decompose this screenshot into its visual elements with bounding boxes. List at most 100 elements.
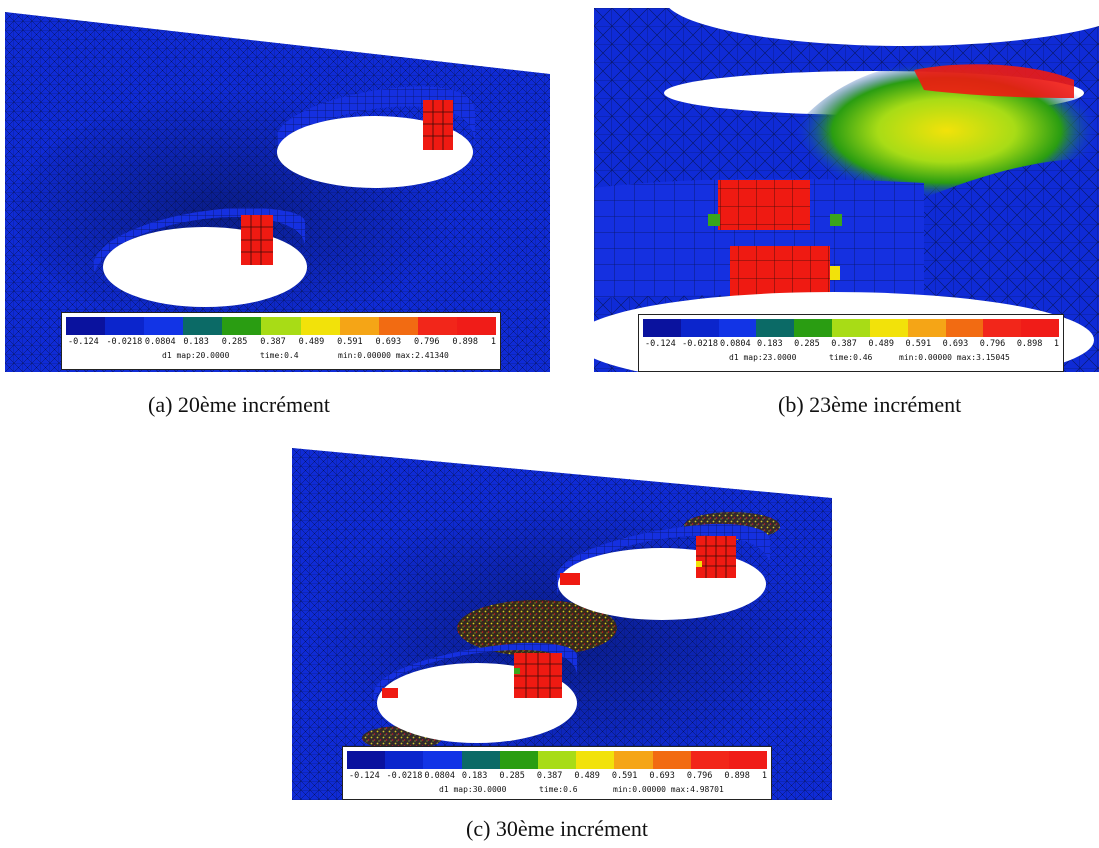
legend-swatch (576, 751, 615, 769)
legend-swatch (690, 751, 729, 769)
legend-tick-label: -0.124 (349, 771, 380, 781)
legend-swatch (105, 317, 145, 335)
legend-swatch (794, 319, 833, 337)
legend-swatch (652, 751, 691, 769)
legend-tick-label: 0.183 (461, 771, 488, 781)
upper-hole (557, 523, 770, 620)
legend-tick-label: 0.0804 (424, 771, 456, 781)
legend-info-minmax: min:0.00000 max:2.41340 (338, 351, 449, 360)
legend-swatch (461, 751, 500, 769)
damage-band-middle (457, 600, 617, 656)
legend-swatch (832, 319, 870, 337)
legend-swatch (756, 319, 795, 337)
legend-swatch (614, 751, 653, 769)
caption-b: (b) 23ème incrément (778, 392, 962, 417)
legend-tick-label: 1 (490, 337, 496, 347)
lower-hole (374, 642, 577, 743)
legend-bar (643, 319, 1059, 337)
legend-tick-label: -0.0218 (106, 337, 143, 347)
legend-tick-label: 0.796 (979, 339, 1006, 349)
legend-bar (66, 317, 497, 335)
legend-swatch (417, 317, 457, 335)
damage-plot-b (594, 8, 1099, 372)
legend-swatch (347, 751, 386, 769)
caption-c: (c) 30ème incrément (466, 816, 649, 841)
legend-tick-label: 0.489 (574, 771, 600, 781)
legend-swatch (869, 319, 908, 337)
legend-tick-label: 0.285 (499, 771, 525, 781)
legend-swatch (144, 317, 184, 335)
legend-swatch (456, 317, 497, 335)
legend-swatch (718, 319, 757, 337)
legend-swatch (983, 319, 1022, 337)
legend-info-minmax: min:0.00000 max:3.15045 (899, 353, 1010, 362)
damage-plot-a (5, 12, 550, 372)
legend-tick-label: 0.591 (611, 771, 638, 781)
legend-tick-label: 0.796 (686, 771, 713, 781)
upper-hole (277, 86, 475, 188)
legend-swatch (499, 751, 538, 769)
legend-tick-label: -0.124 (68, 337, 99, 347)
legend-tick-label: 0.0804 (144, 337, 176, 347)
legend-swatch (378, 317, 418, 335)
legend-tick-label: 0.591 (337, 337, 363, 347)
legend-info-time: time:0.46 (829, 353, 873, 362)
legend-swatch (537, 751, 577, 769)
legend-swatch (183, 317, 223, 335)
legend-tick-label: -0.124 (645, 339, 676, 349)
legend-tick-label: 0.693 (649, 771, 675, 781)
legend-swatch (385, 751, 424, 769)
legend-tick-label: 0.285 (794, 339, 820, 349)
legend-tick-label: 0.0804 (719, 339, 751, 349)
legend-info-time: time:0.4 (260, 351, 299, 360)
caption-a: (a) 20ème incrément (148, 392, 331, 417)
legend-swatch (261, 317, 301, 335)
legend-tick-label: 0.387 (831, 339, 857, 349)
legend-tick-label: 0.796 (413, 337, 440, 347)
legend-info-var: d1 map:20.0000 (162, 351, 230, 360)
damage-plot-c (292, 448, 832, 800)
legend-info-time: time:0.6 (539, 785, 578, 794)
legend-info-var: d1 map:23.0000 (729, 353, 797, 362)
legend-tick-label: 0.183 (183, 337, 209, 347)
legend-tick-label: 0.898 (1016, 339, 1043, 349)
legend-tick-label: 0.898 (724, 771, 750, 781)
legend-swatch (643, 319, 681, 337)
legend-swatch (300, 317, 340, 335)
lower-hole (93, 207, 307, 307)
legend-tick-label: 1 (761, 771, 767, 781)
legend-info-var: d1 map:30.0000 (439, 785, 507, 794)
legend-tick-label: 0.693 (375, 337, 402, 347)
legend-bar (347, 751, 768, 769)
legend-tick-label: 0.183 (757, 339, 783, 349)
legend-tick-label: 0.591 (905, 339, 932, 349)
legend-tick-label: -0.0218 (386, 771, 423, 781)
legend-tick-label: -0.0218 (682, 339, 718, 349)
legend-tick-label: 0.898 (452, 337, 478, 347)
legend-swatch (680, 319, 719, 337)
legend-tick-label: 0.693 (942, 339, 969, 349)
legend-tick-label: 0.387 (260, 337, 286, 347)
legend-tick-label: 1 (1053, 339, 1060, 349)
legend-swatch (423, 751, 462, 769)
legend-swatch (339, 317, 379, 335)
legend-swatch (1021, 319, 1059, 337)
legend-tick-label: 0.285 (221, 337, 248, 347)
legend-swatch (907, 319, 946, 337)
legend-tick-label: 0.489 (868, 339, 894, 349)
legend-swatch (945, 319, 984, 337)
legend-swatch (728, 751, 768, 769)
legend-swatch (66, 317, 106, 335)
legend-swatch (222, 317, 262, 335)
legend-info-minmax: min:0.00000 max:4.98701 (613, 785, 724, 794)
legend-tick-label: 0.387 (536, 771, 563, 781)
